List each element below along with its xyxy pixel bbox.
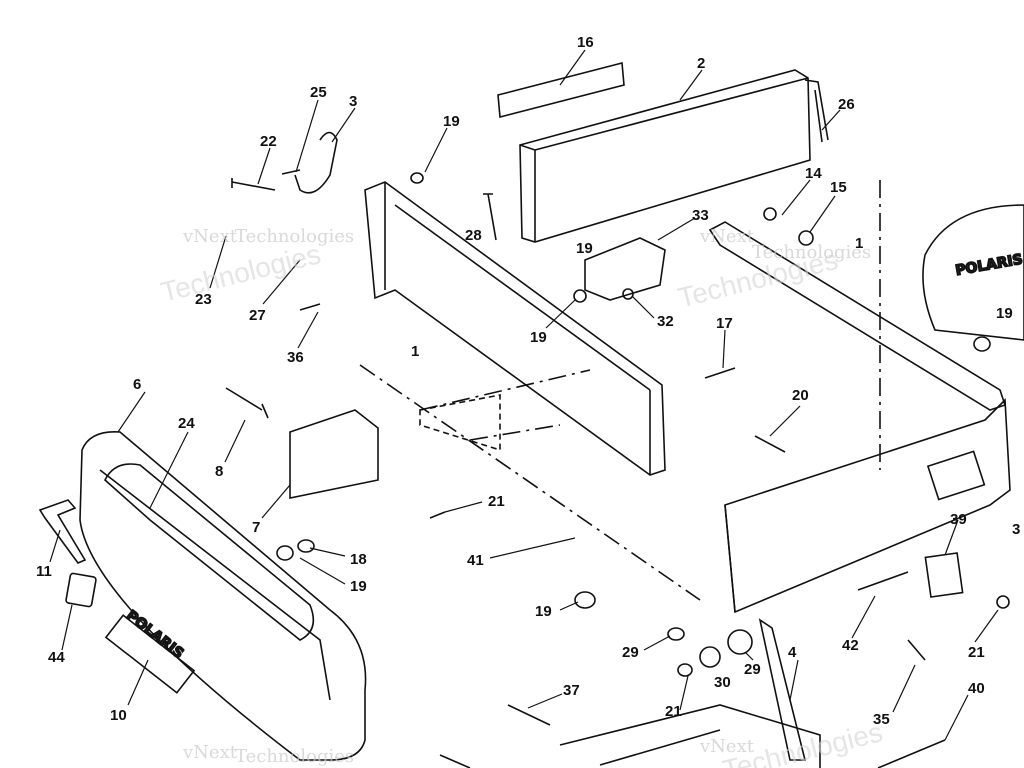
- watermark-technologies-2: Technologies: [752, 242, 871, 263]
- callout-7: 7: [252, 519, 260, 536]
- callout-16: 16: [577, 34, 594, 51]
- line-art: POLARIS POLARIS: [38, 49, 1024, 768]
- callout-15: 15: [830, 179, 847, 196]
- callout-35: 35: [873, 711, 890, 728]
- part-11-tool: [38, 499, 87, 564]
- callout-29-a: 29: [622, 644, 639, 661]
- watermark-vnext-1: vNext: [182, 226, 238, 247]
- callout-19-d: 19: [996, 305, 1013, 322]
- callout-1-b: 1: [855, 235, 863, 252]
- part-4-gas-strut: [758, 618, 807, 761]
- callout-30: 30: [714, 674, 731, 691]
- part-41-floor-panel: [419, 394, 501, 452]
- callout-3: 3: [349, 93, 357, 110]
- leader-lines: [49, 49, 999, 741]
- callout-8: 8: [215, 463, 223, 480]
- watermark-technologies-3: Technologies: [235, 746, 354, 767]
- part-33-hinge-bracket: [584, 237, 666, 301]
- callout-21-b: 21: [665, 703, 682, 720]
- callout-2: 2: [697, 55, 705, 72]
- callout-19-b: 19: [576, 240, 593, 257]
- part-26-bracket: [804, 79, 829, 141]
- lower-frame: [559, 704, 821, 768]
- callout-10: 10: [110, 707, 127, 724]
- callout-28: 28: [465, 227, 482, 244]
- callout-40: 40: [968, 680, 985, 697]
- callout-18: 18: [350, 551, 367, 568]
- callout-21-c: 21: [968, 644, 985, 661]
- part-1-front-rail: [364, 181, 666, 476]
- callout-19-f: 19: [535, 603, 552, 620]
- callout-23: 23: [195, 291, 212, 308]
- cargo-box-end-panel: [724, 398, 1011, 614]
- callout-33: 33: [692, 207, 709, 224]
- callout-4: 4: [788, 644, 797, 661]
- part-44-decal: [65, 572, 97, 608]
- watermarks: vNext Technologies Technologies vNext Te…: [158, 226, 886, 768]
- callout-36: 36: [287, 349, 304, 366]
- callout-3-b: 3: [1012, 521, 1020, 538]
- callout-22: 22: [260, 133, 277, 150]
- callout-42: 42: [842, 637, 859, 654]
- callout-29-b: 29: [744, 661, 761, 678]
- callout-14: 14: [805, 165, 822, 182]
- part-10-brand-plate: [104, 614, 196, 694]
- watermark-vnext-4: vNext: [699, 736, 755, 757]
- watermark-technologies-1: Technologies: [235, 226, 354, 247]
- callout-39: 39: [950, 511, 967, 528]
- callout-26: 26: [838, 96, 855, 113]
- watermark-large-1: Technologies: [158, 238, 324, 308]
- callout-1-a: 1: [411, 343, 419, 360]
- callout-24: 24: [178, 415, 195, 432]
- part-24-pad: [104, 463, 315, 641]
- callout-21-a: 21: [488, 493, 505, 510]
- hardware-fasteners: [225, 131, 1010, 768]
- watermark-vnext-2: vNext: [699, 226, 755, 247]
- callout-32: 32: [657, 313, 674, 330]
- part-2-back-panel: [519, 69, 811, 243]
- callout-11: 11: [36, 563, 52, 580]
- brand-plate-hood-text: POLARIS: [954, 252, 1024, 280]
- part-39-plate: [924, 552, 964, 598]
- callout-27: 27: [249, 307, 266, 324]
- callout-labels: 16 2 26 25 3 19 22 28 33 19 14 15 23 27 …: [36, 34, 1020, 728]
- callout-6: 6: [133, 376, 141, 393]
- callout-41: 41: [467, 552, 484, 569]
- watermark-vnext-3: vNext: [182, 742, 238, 763]
- callout-20: 20: [792, 387, 809, 404]
- part-6-front-hood: [79, 431, 367, 761]
- callout-19-e: 19: [350, 578, 367, 595]
- callout-19-c: 19: [530, 329, 547, 346]
- callout-37: 37: [563, 682, 580, 699]
- part-7-side-plate: [289, 409, 379, 499]
- part-16-label-sheet: [497, 61, 625, 119]
- brand-plate-front-text: POLARIS: [123, 608, 186, 662]
- callout-19-a: 19: [443, 113, 460, 130]
- callout-44: 44: [48, 649, 65, 666]
- callout-17: 17: [716, 315, 733, 332]
- callout-25: 25: [310, 84, 327, 101]
